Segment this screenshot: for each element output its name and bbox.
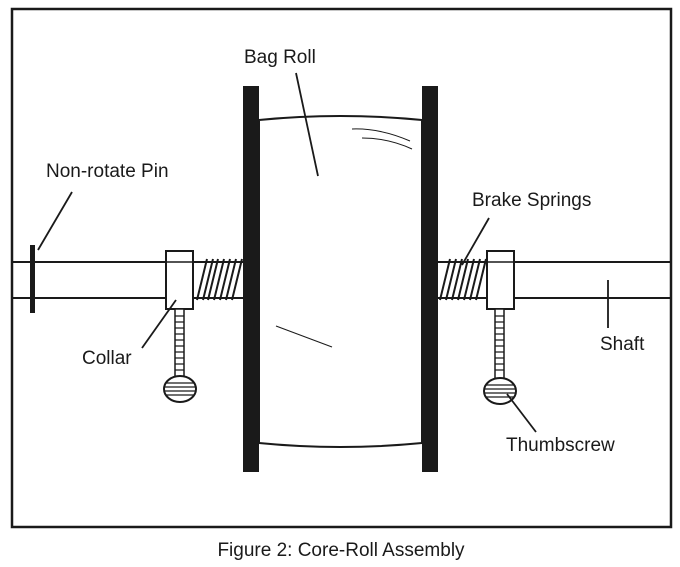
- thumbscrew-right: [483, 308, 517, 405]
- brake-spring-right: [437, 258, 487, 301]
- non-rotate-pin: [30, 245, 35, 313]
- label-thumbscrew: Thumbscrew: [506, 435, 615, 456]
- brake-spring-left: [193, 258, 243, 301]
- figure-caption: Figure 2: Core-Roll Assembly: [217, 540, 465, 561]
- collar-left: [165, 250, 194, 310]
- bag-roll: [258, 115, 423, 448]
- end-plate-right: [422, 86, 438, 472]
- label-non-rotate-pin: Non-rotate Pin: [46, 161, 169, 182]
- label-brake-springs: Brake Springs: [472, 190, 591, 211]
- label-collar: Collar: [82, 348, 132, 369]
- thumbscrew-left: [163, 308, 197, 403]
- leader-lines: [37, 72, 609, 433]
- label-bag-roll: Bag Roll: [244, 47, 316, 68]
- end-plate-left: [243, 86, 259, 472]
- collar-right: [486, 250, 515, 310]
- label-shaft: Shaft: [600, 334, 645, 355]
